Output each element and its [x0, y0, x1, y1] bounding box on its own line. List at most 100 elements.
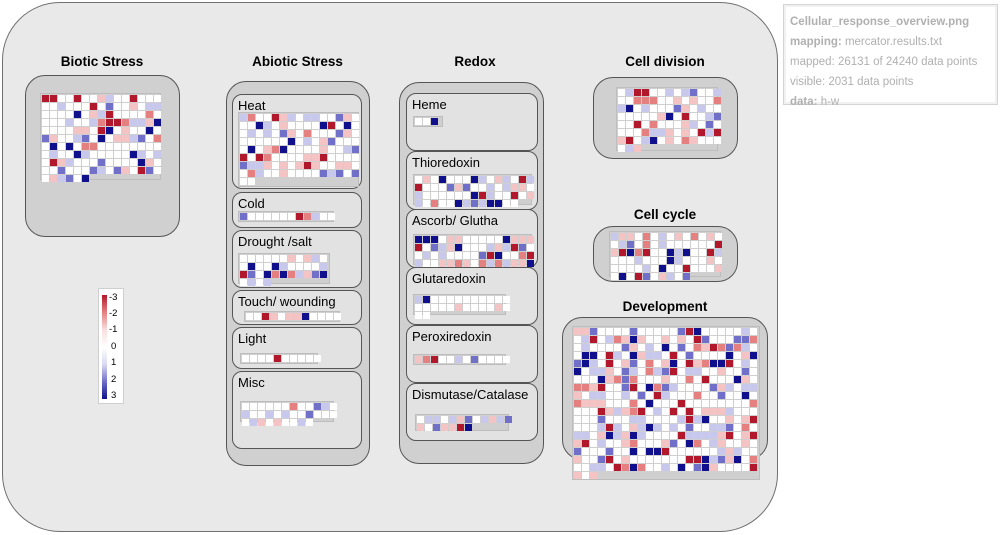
heatmap-cell[interactable]	[678, 408, 685, 415]
heatmap-cell[interactable]	[598, 384, 605, 391]
heatmap-cell[interactable]	[694, 440, 701, 447]
heatmap-cell[interactable]	[431, 296, 438, 303]
heatmap-cell[interactable]	[495, 192, 502, 199]
heatmap-cell[interactable]	[659, 257, 666, 264]
heatmap-cell[interactable]	[50, 135, 57, 142]
heatmap-cell[interactable]	[344, 122, 351, 129]
heatmap-cell[interactable]	[646, 336, 653, 343]
heatmap-cell[interactable]	[519, 236, 526, 243]
heatmap-cell[interactable]	[352, 162, 359, 169]
heatmap-cell[interactable]	[662, 344, 669, 351]
heatmap-cell[interactable]	[686, 336, 693, 343]
heatmap-cell[interactable]	[106, 119, 113, 126]
heatmap-cell[interactable]	[58, 135, 65, 142]
heatmap-cell[interactable]	[710, 408, 717, 415]
heatmap-cell[interactable]	[298, 411, 305, 418]
heatmap-cell[interactable]	[750, 432, 757, 439]
heatmap-cell[interactable]	[106, 159, 113, 166]
heatmap-cell[interactable]	[286, 313, 293, 320]
heatmap-cell[interactable]	[614, 400, 621, 407]
heatmap-cell[interactable]	[74, 119, 81, 126]
heatmap-cell[interactable]	[439, 304, 446, 311]
heatmap-cell[interactable]	[726, 400, 733, 407]
heatmap-cell[interactable]	[415, 236, 422, 243]
heatmap-cell[interactable]	[590, 400, 597, 407]
light-grid[interactable]	[240, 353, 321, 364]
heatmap-cell[interactable]	[734, 336, 741, 343]
heatmap-cell[interactable]	[643, 273, 650, 280]
heatmap-cell[interactable]	[511, 176, 518, 183]
heatmap-cell[interactable]	[58, 167, 65, 174]
heatmap-cell[interactable]	[674, 105, 681, 112]
heatmap-cell[interactable]	[296, 255, 303, 262]
heatmap-cell[interactable]	[304, 255, 311, 262]
heatmap-cell[interactable]	[614, 456, 621, 463]
heatmap-cell[interactable]	[654, 416, 661, 423]
heatmap-cell[interactable]	[646, 424, 653, 431]
heatmap-cell[interactable]	[431, 176, 438, 183]
heatmap-cell[interactable]	[590, 336, 597, 343]
heatmap-cell[interactable]	[90, 159, 97, 166]
heatmap-cell[interactable]	[622, 328, 629, 335]
heatmap-cell[interactable]	[248, 213, 255, 220]
heatmap-cell[interactable]	[635, 257, 642, 264]
heatmap-cell[interactable]	[698, 105, 705, 112]
heatmap-cell[interactable]	[626, 89, 633, 96]
heatmap-cell[interactable]	[250, 403, 257, 410]
heatmap-cell[interactable]	[742, 384, 749, 391]
heatmap-cell[interactable]	[304, 146, 311, 153]
heatmap-cell[interactable]	[702, 424, 709, 431]
heatmap-cell[interactable]	[74, 111, 81, 118]
heatmap-cell[interactable]	[698, 89, 705, 96]
heatmap-cell[interactable]	[694, 344, 701, 351]
heatmap-cell[interactable]	[66, 175, 73, 182]
heatmap-cell[interactable]	[248, 255, 255, 262]
heatmap-cell[interactable]	[574, 360, 581, 367]
heatmap-cell[interactable]	[654, 376, 661, 383]
heatmap-cell[interactable]	[479, 356, 486, 363]
touch-wounding-grid[interactable]	[244, 311, 341, 322]
heatmap-cell[interactable]	[304, 271, 311, 278]
heatmap-cell[interactable]	[691, 257, 698, 264]
heatmap-cell[interactable]	[447, 252, 454, 259]
heatmap-cell[interactable]	[630, 360, 637, 367]
heatmap-cell[interactable]	[666, 113, 673, 120]
heatmap-cell[interactable]	[667, 249, 674, 256]
heatmap-cell[interactable]	[574, 328, 581, 335]
heatmap-cell[interactable]	[487, 304, 494, 311]
heatmap-cell[interactable]	[304, 170, 311, 177]
heatmap-cell[interactable]	[258, 355, 265, 362]
heatmap-cell[interactable]	[702, 440, 709, 447]
heatmap-cell[interactable]	[455, 200, 462, 207]
heatmap-cell[interactable]	[296, 263, 303, 270]
heatmap-cell[interactable]	[666, 105, 673, 112]
heatmap-cell[interactable]	[98, 103, 105, 110]
heatmap-cell[interactable]	[423, 356, 430, 363]
heatmap-cell[interactable]	[618, 137, 625, 144]
heatmap-cell[interactable]	[471, 304, 478, 311]
heatmap-cell[interactable]	[650, 89, 657, 96]
heatmap-cell[interactable]	[682, 97, 689, 104]
heatmap-cell[interactable]	[630, 376, 637, 383]
heatmap-cell[interactable]	[690, 97, 697, 104]
heatmap-cell[interactable]	[682, 121, 689, 128]
heatmap-cell[interactable]	[630, 392, 637, 399]
heatmap-cell[interactable]	[635, 241, 642, 248]
heatmap-cell[interactable]	[50, 119, 57, 126]
glutaredoxin-box[interactable]: Glutaredoxin	[406, 267, 538, 325]
heatmap-cell[interactable]	[638, 464, 645, 471]
heatmap-cell[interactable]	[630, 400, 637, 407]
heatmap-cell[interactable]	[699, 241, 706, 248]
heatmap-cell[interactable]	[686, 408, 693, 415]
heatmap-cell[interactable]	[74, 127, 81, 134]
heatmap-cell[interactable]	[240, 279, 247, 286]
heatmap-cell[interactable]	[248, 178, 255, 185]
heatmap-cell[interactable]	[272, 162, 279, 169]
heatmap-cell[interactable]	[622, 384, 629, 391]
heatmap-cell[interactable]	[662, 400, 669, 407]
heatmap-cell[interactable]	[240, 271, 247, 278]
heatmap-cell[interactable]	[240, 138, 247, 145]
heatmap-cell[interactable]	[82, 135, 89, 142]
heatmap-cell[interactable]	[634, 113, 641, 120]
heatmap-cell[interactable]	[256, 154, 263, 161]
